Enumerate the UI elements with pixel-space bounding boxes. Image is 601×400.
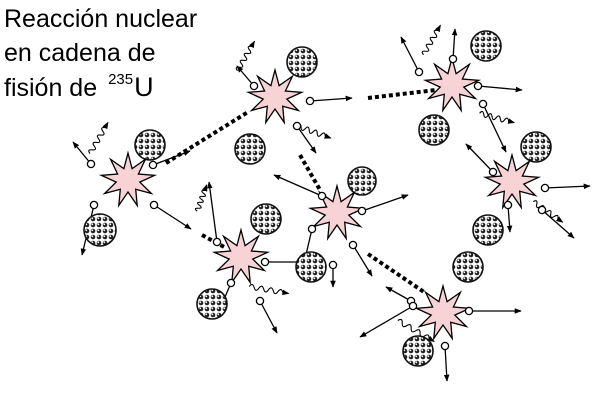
chain-link-dotted [367, 88, 437, 100]
neutron [503, 200, 513, 210]
neutron-arrow [544, 183, 591, 190]
neutron-arrow [361, 194, 409, 212]
neutron [255, 296, 265, 306]
fission-star [482, 152, 542, 210]
neutron-arrow [477, 85, 523, 93]
nucleus-fragment [472, 214, 504, 246]
isotope-mass-number: 235 [108, 71, 134, 88]
nucleus-fragment [196, 288, 228, 320]
nucleus-fragment [83, 213, 117, 247]
gamma-ray [296, 123, 332, 139]
neutron-arrows [72, 28, 591, 382]
neutron [226, 278, 236, 288]
neutron [348, 240, 358, 250]
gamma-rays [88, 24, 564, 342]
nucleus-fragment [418, 114, 450, 146]
chain-link-dotted [201, 233, 227, 250]
nucleus-fragment [402, 335, 434, 367]
neutron [478, 99, 488, 109]
neutron [260, 257, 270, 267]
neutron [148, 160, 158, 170]
fission-events [98, 55, 542, 341]
neutron [448, 54, 458, 64]
neutron [292, 121, 302, 131]
fission-star [211, 227, 271, 285]
neutron [328, 260, 338, 270]
neutron-arrow [451, 28, 458, 60]
neutron-arrow [465, 143, 494, 173]
chain-link-dotted [298, 154, 322, 191]
neutron-arrow [259, 300, 278, 334]
chain-link-dotted [366, 252, 426, 294]
neutron-arrow [385, 286, 412, 302]
neutron-arrow [352, 244, 373, 277]
neutron [249, 81, 259, 91]
neutron [473, 81, 483, 91]
fission-star [422, 55, 482, 113]
neutron [305, 96, 315, 106]
title-prefix: fisión de [4, 74, 98, 102]
neutron-arrow [506, 204, 513, 233]
fission-star [413, 283, 473, 341]
neutron [212, 237, 222, 247]
nucleus-fragment [520, 131, 552, 163]
gamma-ray [397, 318, 435, 342]
neutron-arrow [482, 103, 507, 153]
nucleus-fragment [452, 251, 484, 283]
neutron [317, 191, 327, 201]
isotope-symbol: U [134, 72, 154, 102]
neutron [464, 306, 474, 316]
neutron [440, 341, 450, 351]
neutron-arrow [443, 345, 450, 382]
neutron [307, 224, 317, 234]
gamma-ray [248, 283, 290, 296]
neutron-arrow [273, 174, 323, 197]
gamma-ray [421, 24, 441, 56]
nucleus-fragment [286, 46, 318, 78]
nucleus-fragment [347, 166, 377, 196]
neutron [408, 301, 418, 311]
fission-star [98, 150, 158, 208]
neutron [89, 200, 99, 210]
neutron [540, 183, 550, 193]
gamma-ray [235, 40, 255, 72]
neutron-arrow [72, 141, 92, 165]
neutron [537, 205, 547, 215]
diagram-title: Reacción nuclear en cadena de fisión de … [4, 2, 197, 105]
title-line-1: Reacción nuclear [4, 5, 198, 33]
neutron-arrow [400, 36, 420, 73]
nucleus-fragment [234, 133, 266, 165]
fission-fragments [83, 30, 552, 367]
gamma-ray [479, 110, 516, 124]
nucleus-fragment [134, 129, 166, 161]
nucleus-fragment [295, 251, 327, 283]
nucleus-fragment [250, 203, 282, 235]
gamma-ray [88, 121, 109, 154]
neutron [414, 67, 424, 77]
neutron-arrow [152, 150, 191, 166]
neutron-arrow [207, 181, 218, 243]
neutron-arrow [359, 305, 414, 338]
title-line-2: en cadena de [4, 39, 156, 67]
neutron-arrow [236, 65, 255, 87]
neutron [357, 206, 367, 216]
title-line-3: fisión de 235U [4, 70, 197, 105]
neutron [149, 200, 159, 210]
neutron-arrow [309, 95, 353, 102]
neutrons [86, 54, 550, 351]
gamma-ray [532, 200, 564, 223]
fission-star [245, 67, 305, 125]
neutron [488, 167, 498, 177]
neutron-arrow [541, 209, 575, 239]
neutron [86, 159, 96, 169]
nucleus-fragment [470, 30, 502, 62]
gamma-ray [194, 184, 208, 212]
neutron-arrow [153, 204, 192, 230]
neutron-arrow [296, 125, 317, 154]
